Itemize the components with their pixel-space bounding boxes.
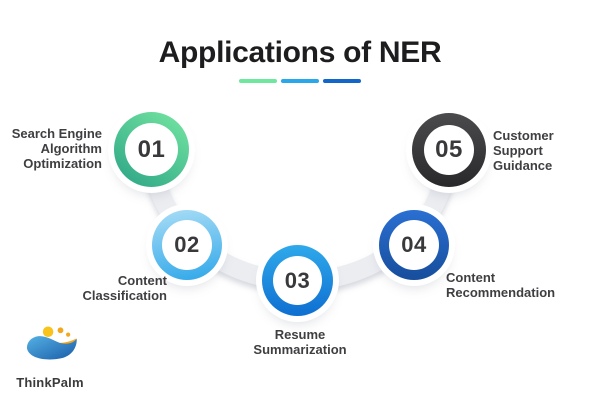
underline-bar-green xyxy=(239,79,277,83)
page-title: Applications of NER xyxy=(158,36,442,69)
logo-small-dot-2 xyxy=(66,332,71,337)
step-number-01: 01 xyxy=(125,123,178,176)
step-label-customer-support: Customer Support Guidance xyxy=(493,128,554,173)
step-number-03: 03 xyxy=(273,256,322,305)
step-circle-04: 04 xyxy=(379,210,449,280)
step-circle-03: 03 xyxy=(262,245,333,316)
logo-sun-dot xyxy=(42,326,54,337)
title-underline xyxy=(239,79,361,83)
step-label-content-classification: Content Classification xyxy=(82,273,167,303)
underline-bar-blue xyxy=(323,79,361,83)
logo-wave-shape xyxy=(27,336,77,360)
step-label-resume-summarization: Resume Summarization xyxy=(253,327,347,357)
logo-small-dot-1 xyxy=(57,327,64,334)
step-circle-02: 02 xyxy=(152,210,222,280)
step-circle-05: 05 xyxy=(412,113,486,187)
step-number-05: 05 xyxy=(424,125,474,175)
step-label-search-engine: Search Engine Algorithm Optimization xyxy=(11,126,102,171)
thinkpalm-logo: ThinkPalm xyxy=(14,326,86,390)
step-number-04: 04 xyxy=(389,220,439,270)
step-number-02: 02 xyxy=(162,220,212,270)
step-label-content-recommendation: Content Recommendation xyxy=(446,270,556,300)
thinkpalm-logo-text: ThinkPalm xyxy=(16,375,84,390)
underline-bar-lightblue xyxy=(281,79,319,83)
step-circle-01: 01 xyxy=(114,112,189,187)
thinkpalm-logo-icon xyxy=(27,326,77,360)
